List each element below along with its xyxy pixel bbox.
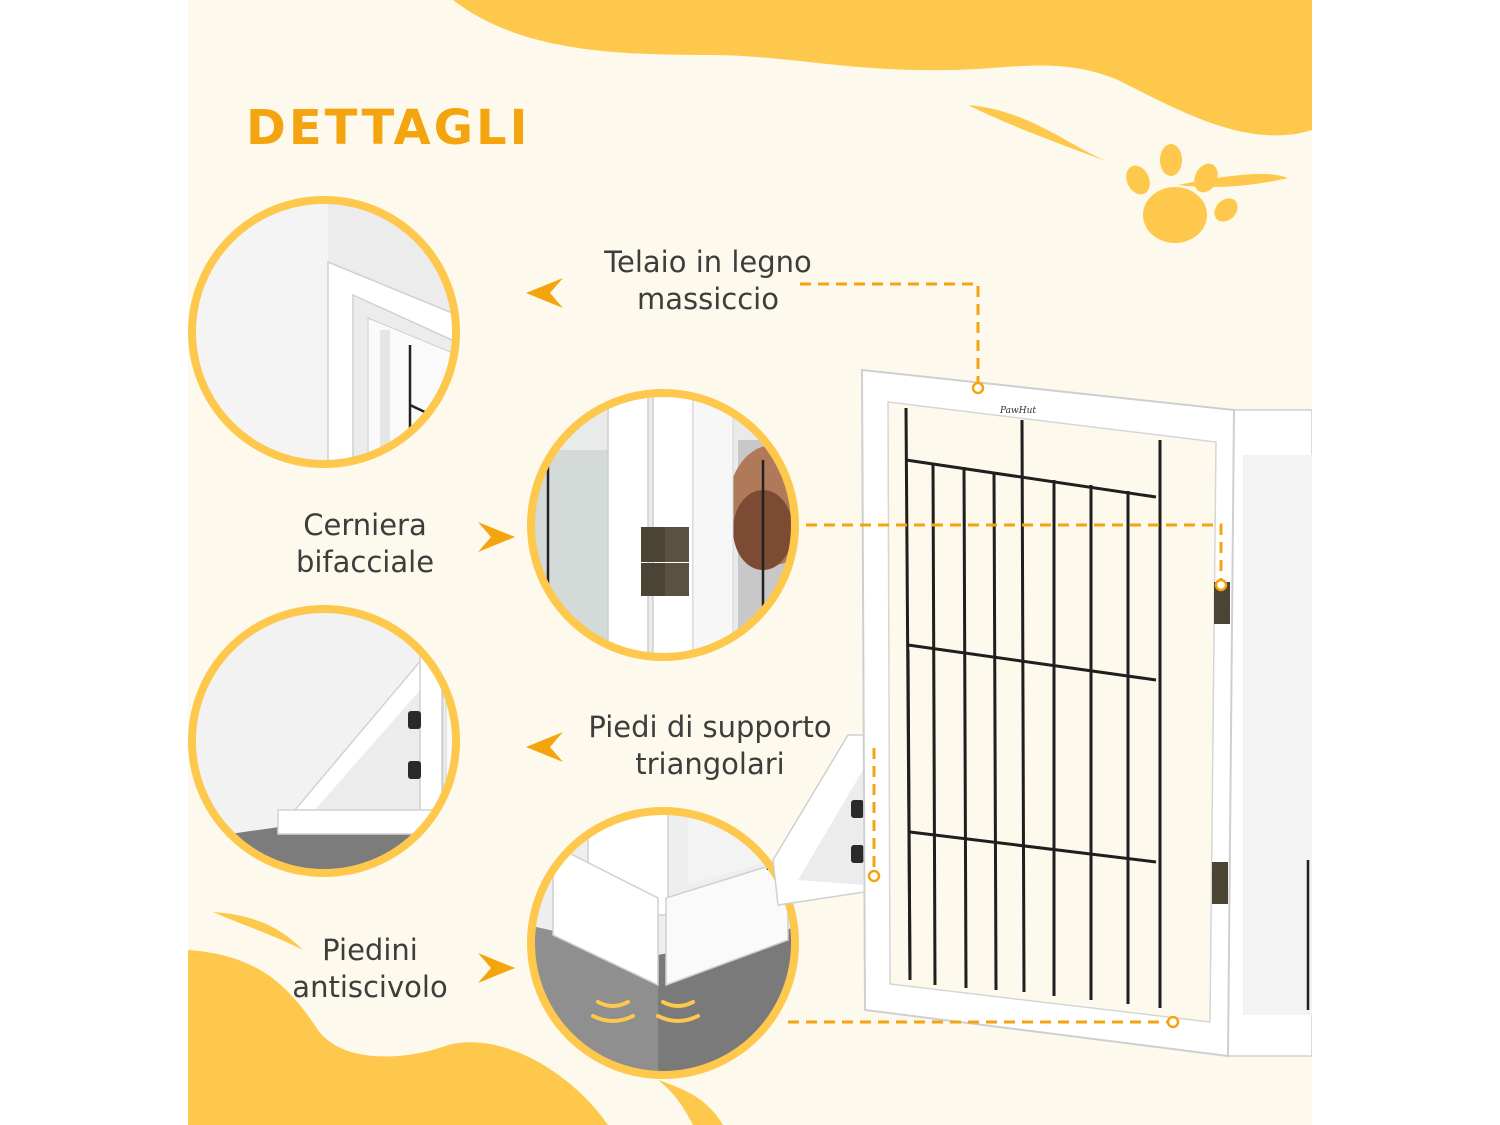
feature-label-line: triangolari	[635, 747, 785, 781]
illustration: PawHut	[188, 0, 1312, 1125]
paw-icon	[1126, 144, 1238, 243]
leader-dots	[867, 381, 1228, 1029]
anti-slip-foot-detail	[527, 807, 799, 1079]
feature-label-anti-slip: Piedini antiscivolo	[280, 932, 460, 1006]
feature-label-support-feet: Piedi di supporto triangolari	[560, 709, 860, 783]
arrow-icons	[478, 278, 563, 983]
feature-label-line: Cerniera	[303, 508, 427, 542]
feature-label-line: massiccio	[637, 282, 779, 316]
decorative-blobs	[188, 0, 1312, 1125]
feature-label-line: Piedini	[322, 933, 418, 967]
pet-gate-illustration: PawHut	[772, 368, 1312, 1058]
feature-label-line: antiscivolo	[292, 970, 448, 1004]
hinge-detail	[527, 389, 799, 661]
feature-label-hinge: Cerniera bifacciale	[280, 507, 450, 581]
feature-label-frame: Telaio in legno massiccio	[570, 244, 846, 318]
brand-logo: PawHut	[999, 406, 1036, 416]
leader-lines	[788, 282, 1223, 1024]
product-detail-canvas: PawHut DETTAGLI Telaio in legno massicci…	[188, 0, 1312, 1125]
triangle-foot-detail	[188, 605, 460, 877]
feature-label-line: Telaio in legno	[604, 245, 812, 279]
frame-corner-detail	[188, 196, 460, 468]
feature-label-line: bifacciale	[295, 545, 435, 579]
feature-label-line: Piedi di supporto	[588, 710, 832, 744]
page-title: DETTAGLI	[246, 100, 531, 156]
